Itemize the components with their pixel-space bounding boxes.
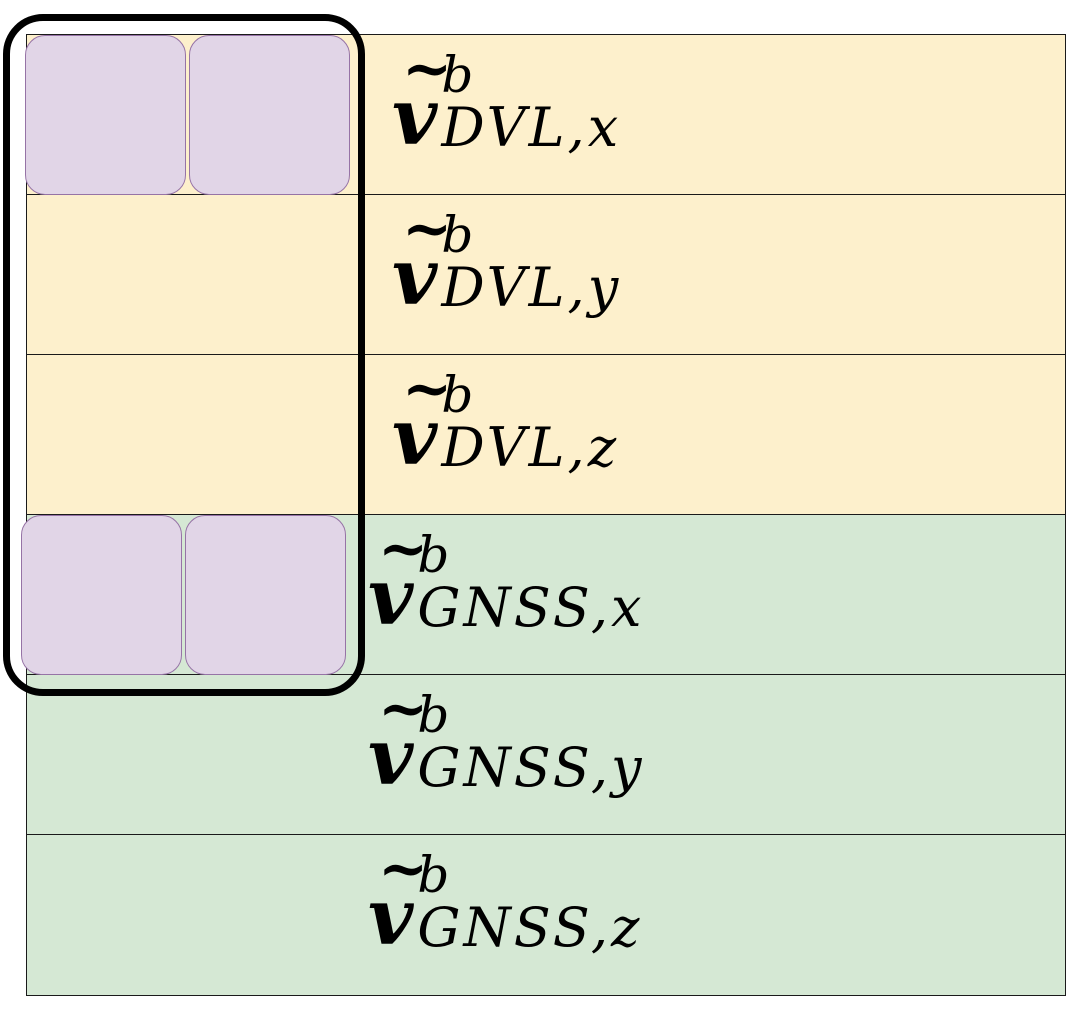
subscript: DVL,y (441, 256, 622, 319)
selection-bracket (3, 14, 365, 696)
superscript: b (417, 526, 450, 584)
dvl-cell-2 (189, 35, 350, 195)
superscript: b (417, 846, 450, 904)
superscript: b (417, 686, 450, 744)
velocity-symbol: ~v (368, 674, 429, 803)
subscript: GNSS,z (417, 896, 643, 959)
superscript: b (441, 206, 474, 264)
superscript: b (441, 366, 474, 424)
velocity-symbol: ~v (392, 194, 453, 323)
dvl-cell-1 (25, 35, 186, 195)
velocity-symbol: ~v (392, 34, 453, 163)
row-gnss-y (26, 674, 1066, 836)
subscript: GNSS,x (417, 576, 645, 639)
gnss-cell-2 (185, 515, 346, 675)
subscript: DVL,x (441, 96, 622, 159)
row-dvl-y (26, 194, 1066, 356)
superscript: b (441, 46, 474, 104)
row-gnss-z (26, 834, 1066, 996)
subscript: GNSS,y (417, 736, 645, 799)
velocity-symbol: ~v (368, 834, 429, 963)
subscript: DVL,z (441, 416, 620, 479)
velocity-symbol: ~v (368, 514, 429, 643)
gnss-cell-1 (21, 515, 182, 675)
velocity-symbol: ~v (392, 354, 453, 483)
